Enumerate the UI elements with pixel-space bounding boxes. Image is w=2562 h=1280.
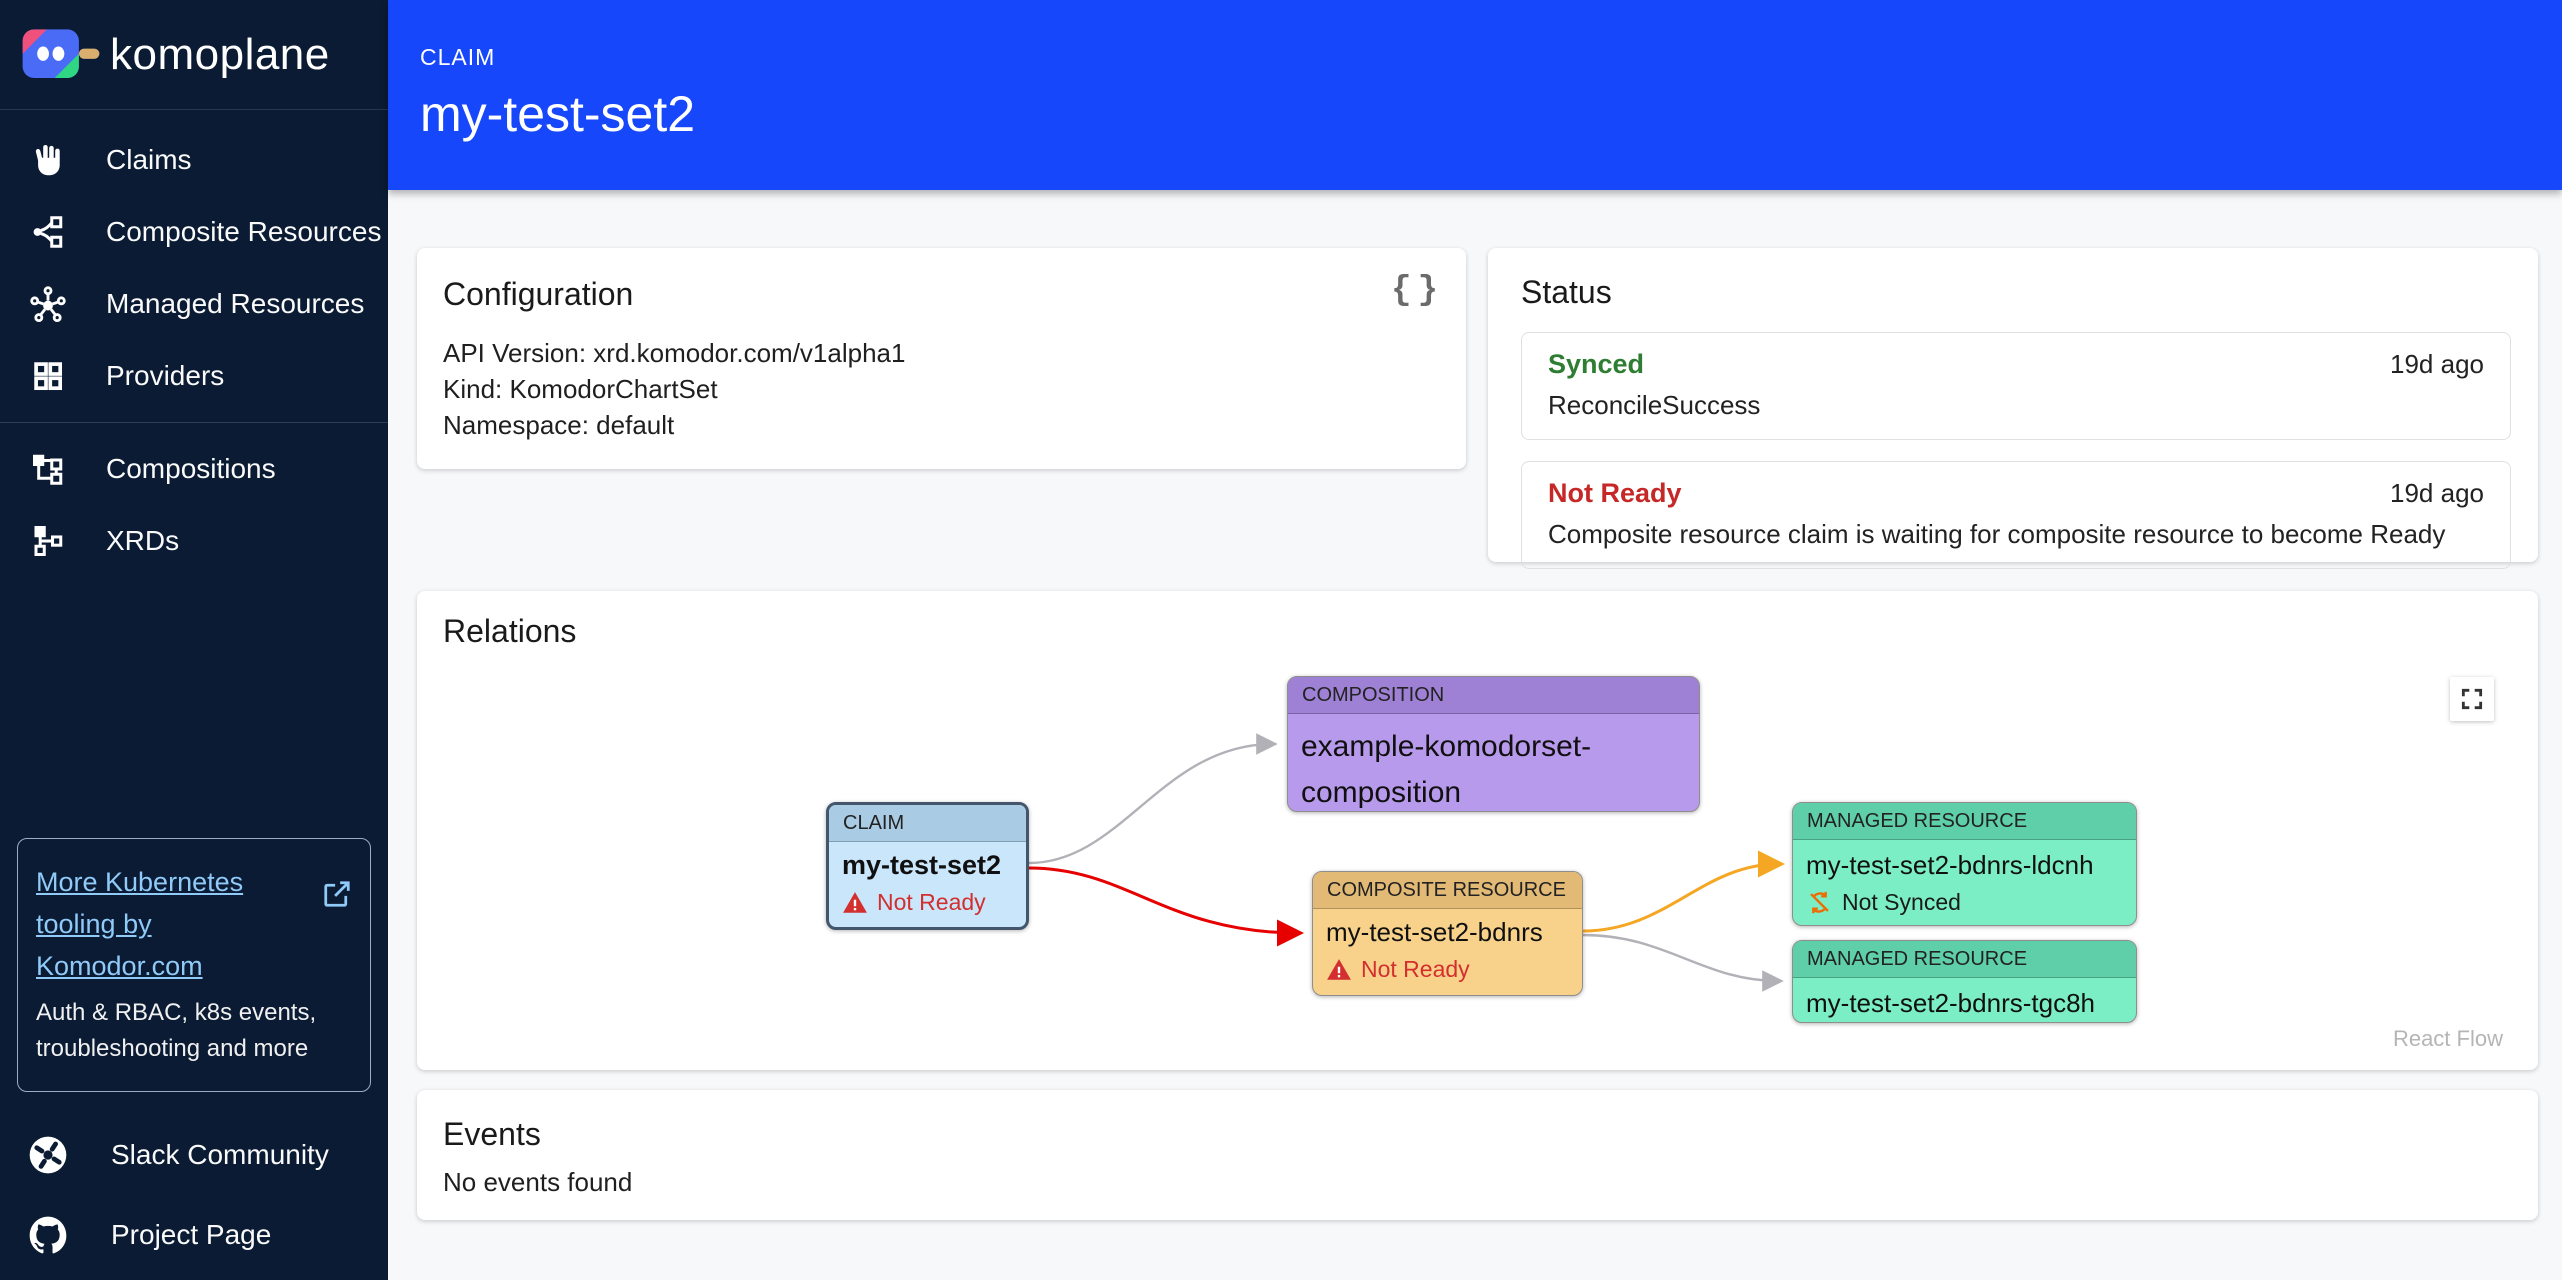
- node-status-label: Not Ready: [877, 889, 986, 915]
- sidebar-link-slack-community[interactable]: Slack Community: [0, 1132, 388, 1178]
- status-message: ReconcileSuccess: [1548, 390, 1761, 420]
- promo-description: Auth & RBAC, k8s events, troubleshooting…: [36, 999, 317, 1062]
- sidebar-item-compositions[interactable]: Compositions: [0, 433, 388, 505]
- komoplane-logo-icon: [22, 28, 100, 78]
- sidebar-item-xrds[interactable]: XRDs: [0, 505, 388, 577]
- logo[interactable]: komoplane: [0, 0, 388, 110]
- events-empty-message: No events found: [443, 1167, 633, 1197]
- komodor-promo-box: More Kubernetes tooling by Komodor.com A…: [17, 838, 371, 1092]
- node-type-label: COMPOSITE RESOURCE: [1313, 872, 1582, 909]
- configuration-card: Configuration { } API Version: xrd.komod…: [417, 248, 1466, 469]
- fullscreen-button[interactable]: [2450, 677, 2494, 721]
- status-card: Status Synced 19d ago ReconcileSuccess N…: [1488, 248, 2538, 569]
- logo-text: komoplane: [110, 29, 330, 79]
- sidebar-item-providers[interactable]: Providers: [0, 340, 388, 412]
- node-name: my-test-set2-bdnrs: [1326, 917, 1543, 947]
- status-title: Status: [1521, 274, 1612, 310]
- node-name: example-komodorset-composition: [1301, 730, 1592, 809]
- status-entry-synced: Synced 19d ago ReconcileSuccess: [1521, 332, 2511, 440]
- node-managed-resource-ldcnh[interactable]: MANAGED RESOURCE my-test-set2-bdnrs-ldcn…: [1792, 802, 2137, 926]
- node-type-label: MANAGED RESOURCE: [1793, 803, 2136, 840]
- events-card: Events No events found: [417, 1090, 2538, 1220]
- sidebar-item-claims[interactable]: Claims: [0, 124, 388, 196]
- sidebar-divider: [0, 422, 388, 423]
- managed-resources-icon: [28, 284, 68, 324]
- node-type-label: CLAIM: [829, 805, 1026, 842]
- relations-card: Relations CLAIM my-test-set2: [417, 591, 2538, 1070]
- composite-resources-icon: [28, 212, 68, 252]
- node-type-label: MANAGED RESOURCE: [1793, 941, 2136, 978]
- sidebar-item-label: XRDs: [106, 525, 180, 556]
- sidebar-item-label: Claims: [106, 144, 192, 175]
- node-type-label: COMPOSITION: [1288, 677, 1699, 714]
- config-namespace: Namespace: default: [443, 410, 675, 440]
- relations-title: Relations: [443, 613, 577, 649]
- node-name: my-test-set2-bdnrs-tgc8h: [1806, 988, 2095, 1018]
- sidebar-link-label: Project Page: [111, 1219, 272, 1250]
- events-title: Events: [443, 1116, 541, 1152]
- sync-disabled-icon: [1810, 891, 1829, 914]
- sidebar: komoplane Claims Composite Resources Man…: [0, 0, 388, 1280]
- node-composite-resource[interactable]: COMPOSITE RESOURCE my-test-set2-bdnrs No…: [1312, 871, 1583, 996]
- braces-icon[interactable]: { }: [1391, 272, 1440, 310]
- sidebar-item-label: Compositions: [106, 453, 276, 484]
- node-name: my-test-set2-bdnrs-ldcnh: [1806, 850, 2094, 880]
- node-managed-resource-tgc8h[interactable]: MANAGED RESOURCE my-test-set2-bdnrs-tgc8…: [1792, 940, 2137, 1023]
- status-state: Synced: [1548, 349, 1645, 379]
- status-state: Not Ready: [1548, 478, 1682, 508]
- komodor-promo-link[interactable]: More Kubernetes tooling by Komodor.com: [36, 867, 244, 981]
- sidebar-item-label: Providers: [106, 360, 225, 391]
- config-api-version: API Version: xrd.komodor.com/v1alpha1: [443, 338, 906, 368]
- status-age: 19d ago: [2390, 349, 2484, 379]
- sidebar-item-composite-resources[interactable]: Composite Resources: [0, 196, 388, 268]
- sidebar-item-label: Managed Resources: [106, 288, 365, 319]
- react-flow-attribution[interactable]: React Flow: [2392, 1026, 2503, 1051]
- config-kind: Kind: KomodorChartSet: [443, 374, 718, 404]
- sidebar-link-label: Slack Community: [111, 1139, 329, 1170]
- configuration-title: Configuration: [443, 276, 634, 312]
- compositions-icon: [28, 449, 68, 489]
- external-link-icon: [322, 879, 352, 909]
- node-composition[interactable]: COMPOSITION example-komodorset-compositi…: [1287, 676, 1700, 812]
- page-title: my-test-set2: [420, 86, 696, 142]
- status-age: 19d ago: [2390, 478, 2484, 508]
- status-entry-not-ready: Not Ready 19d ago Composite resource cla…: [1521, 461, 2511, 569]
- node-status-label: Not Ready: [1361, 956, 1470, 982]
- xrds-icon: [28, 521, 68, 561]
- warning-triangle-icon: [1327, 958, 1351, 980]
- node-status-label: Not Synced: [1842, 889, 1961, 915]
- resource-kind-kicker: CLAIM: [420, 44, 496, 70]
- page-header: CLAIM my-test-set2: [388, 0, 2562, 190]
- sidebar-item-label: Composite Resources: [106, 216, 382, 247]
- sidebar-link-project-page[interactable]: Project Page: [0, 1212, 388, 1258]
- providers-icon: [28, 356, 68, 396]
- fullscreen-icon: [2461, 688, 2483, 710]
- node-claim[interactable]: CLAIM my-test-set2 Not Ready: [826, 802, 1029, 930]
- sidebar-item-managed-resources[interactable]: Managed Resources: [0, 268, 388, 340]
- slack-icon: [25, 1132, 71, 1178]
- main-area: CLAIM my-test-set2 Configuration { } API…: [388, 0, 2562, 1280]
- warning-triangle-icon: [843, 891, 867, 913]
- relations-edges: [1028, 733, 1785, 992]
- node-name: my-test-set2: [842, 850, 1002, 880]
- hand-icon: [28, 140, 68, 180]
- status-message: Composite resource claim is waiting for …: [1548, 519, 2446, 549]
- sidebar-nav: Claims Composite Resources Managed Resou…: [0, 110, 388, 577]
- github-icon: [25, 1212, 71, 1258]
- content: Configuration { } API Version: xrd.komod…: [388, 190, 2562, 1220]
